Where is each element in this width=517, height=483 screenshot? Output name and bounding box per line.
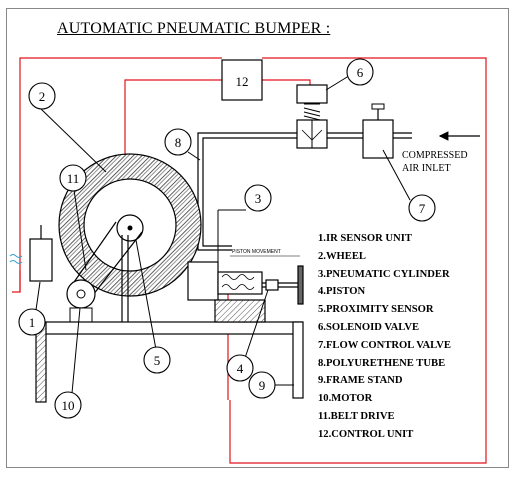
svg-text:7: 7	[419, 201, 426, 216]
svg-text:10: 10	[62, 398, 75, 413]
piston	[262, 265, 304, 305]
callout-1: 1	[18, 308, 46, 336]
legend-item: 10.MOTOR	[318, 393, 373, 405]
legend-item: 3.PNEUMATIC CYLINDER	[318, 268, 450, 280]
svg-text:5: 5	[154, 353, 161, 368]
legend-item: 4.PISTON	[318, 286, 366, 298]
legend-item: 11.BELT DRIVE	[318, 410, 395, 422]
callout-8: 8	[164, 128, 192, 156]
diagram-title: AUTOMATIC PNEUMATIC BUMPER :	[57, 20, 331, 37]
callout-12-label: 12	[236, 74, 249, 89]
diagram-frame	[6, 8, 509, 468]
legend-item: 2.WHEEL	[318, 250, 366, 262]
ir-sensor-unit	[9, 225, 53, 282]
legend-item: 1.IR SENSOR UNIT	[318, 233, 412, 244]
callout-5: 5	[143, 346, 171, 374]
callout-2: 2	[28, 82, 56, 110]
svg-text:6: 6	[357, 65, 364, 80]
frame-stand	[35, 321, 304, 403]
callout-10: 10	[54, 391, 82, 419]
legend-item: 5.PROXIMITY SENSOR	[318, 304, 434, 316]
callout-11: 11	[59, 164, 87, 192]
legend-item: 9.FRAME STAND	[318, 375, 403, 387]
control-unit	[221, 59, 263, 101]
legend-item: 8.POLYURETHENE TUBE	[318, 357, 446, 369]
svg-text:8: 8	[175, 135, 182, 150]
svg-text:12: 12	[236, 74, 249, 89]
pneumatic-cylinder	[187, 261, 266, 323]
svg-text:2: 2	[39, 89, 46, 104]
legend-item: 6.SOLENOID VALVE	[318, 321, 420, 333]
svg-text:11: 11	[67, 171, 80, 186]
legend-item: 7.FLOW CONTROL VALVE	[318, 339, 451, 351]
piston-movement-label: PISTON MOVEMENT	[232, 249, 281, 255]
callout-9: 9	[248, 371, 276, 399]
solenoid-valve	[296, 84, 328, 149]
callout-3: 3	[244, 184, 272, 212]
callout-6: 6	[346, 58, 374, 86]
svg-text:1: 1	[29, 315, 36, 330]
svg-text:4: 4	[237, 361, 244, 376]
inlet-label-line1: COMPRESSED	[402, 150, 468, 161]
piston-movement-annotation: PISTON MOVEMENT	[230, 249, 300, 257]
motor	[66, 279, 96, 323]
component-legend: 1.IR SENSOR UNIT 2.WHEEL 3.PNEUMATIC CYL…	[318, 230, 451, 444]
flow-control-valve	[362, 103, 394, 159]
wheel	[58, 153, 202, 297]
legend-item: 12.CONTROL UNIT	[318, 428, 414, 440]
svg-text:9: 9	[259, 378, 266, 393]
svg-text:3: 3	[255, 191, 262, 206]
callout-4: 4	[226, 354, 254, 382]
callout-7: 7	[408, 194, 436, 222]
callout-leaders	[35, 73, 411, 394]
inlet-label-line2: AIR INLET	[402, 163, 451, 174]
